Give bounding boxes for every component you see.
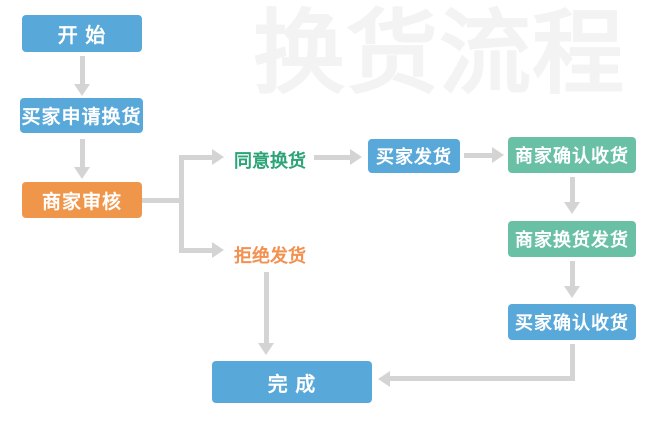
arrowhead-down-icon xyxy=(564,286,580,298)
node-merchant-exchange-ship: 商家换货发货 xyxy=(508,221,636,257)
connector-mexship-to-bconfirm xyxy=(570,261,575,287)
arrowhead-down-icon xyxy=(564,202,580,214)
node-start: 开 始 xyxy=(22,15,142,52)
connector-branch-to-refuse xyxy=(184,248,212,253)
node-buyer-ship: 买家发货 xyxy=(368,139,460,173)
node-merchant-confirm-receipt: 商家确认收货 xyxy=(508,137,636,173)
node-done: 完 成 xyxy=(212,361,372,403)
arrowhead-right-icon xyxy=(492,147,504,163)
node-buyer-confirm-receipt: 买家确认收货 xyxy=(508,304,636,340)
connector-start-to-apply xyxy=(80,56,85,85)
branch-label-agree-exchange: 同意换货 xyxy=(234,151,306,171)
branch-label-refuse-ship: 拒绝发货 xyxy=(234,246,306,266)
arrowhead-down-icon xyxy=(74,84,90,96)
connector-bconfirm-to-done-vertical xyxy=(570,344,575,381)
connector-review-branch-stem xyxy=(142,198,183,203)
connector-branch-to-agree xyxy=(184,155,212,160)
arrowhead-down-icon xyxy=(74,167,90,179)
connector-refuse-to-done xyxy=(264,272,269,344)
arrowhead-right-icon xyxy=(212,149,224,165)
connector-bconfirm-to-done-horizontal xyxy=(390,376,575,381)
node-buyer-apply-exchange: 买家申请换货 xyxy=(20,98,143,133)
connector-apply-to-review xyxy=(80,139,85,168)
node-merchant-review: 商家审核 xyxy=(22,182,142,218)
arrowhead-right-icon xyxy=(212,242,224,258)
connector-agree-to-buyership xyxy=(314,155,350,160)
arrowhead-left-icon xyxy=(378,371,390,387)
connector-mconfirm-to-mexship xyxy=(570,177,575,203)
connector-review-branch-spine xyxy=(179,155,184,253)
watermark-title: 换货流程 xyxy=(253,3,626,105)
connector-buyership-to-mconfirm xyxy=(464,153,492,158)
arrowhead-right-icon xyxy=(350,149,362,165)
arrowhead-down-icon xyxy=(258,343,274,355)
